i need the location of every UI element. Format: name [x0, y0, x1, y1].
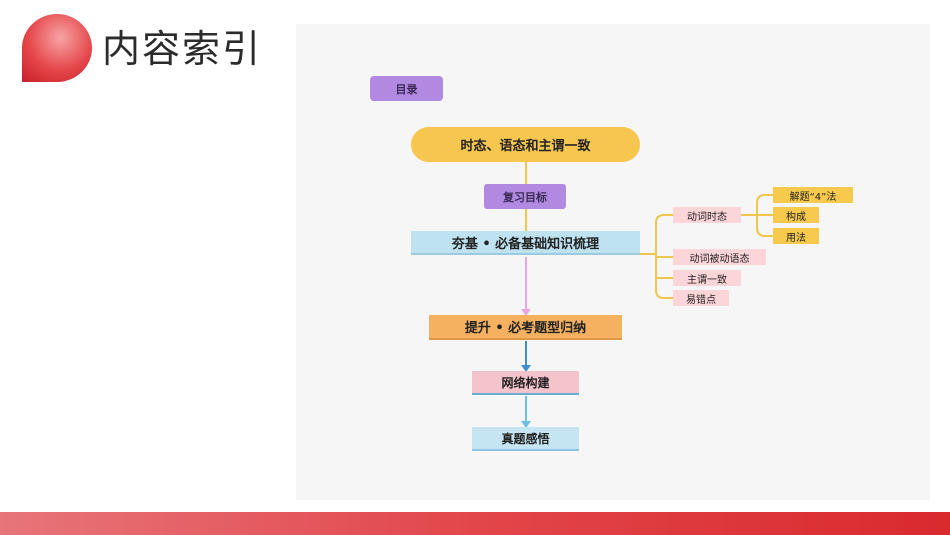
real-questions-node: 真题感悟	[472, 427, 579, 451]
page-title: 内容索引	[102, 27, 263, 71]
improve-node: 提升 • 必考题型归纳	[429, 315, 622, 340]
bottom-divider	[0, 510, 950, 512]
basics-node: 夯基 • 必备基础知识梳理	[411, 231, 640, 255]
branch-tense-node: 动词时态	[673, 207, 741, 223]
branch-errors-node: 易错点	[673, 290, 729, 306]
header-decoration-circle	[22, 14, 92, 82]
main-title-node: 时态、语态和主谓一致	[411, 127, 640, 162]
bottom-red-bar	[0, 512, 950, 535]
toc-node: 目录	[370, 76, 443, 101]
leaf-form-node: 构成	[773, 207, 819, 223]
arrow-network	[521, 365, 531, 372]
branch-agreement-node: 主谓一致	[673, 270, 741, 286]
review-goals-node: 复习目标	[484, 184, 566, 209]
arrow-improve	[521, 309, 531, 316]
leaf-usage-node: 用法	[773, 228, 819, 244]
leaf-four-methods-node: 解题“4”法	[773, 187, 853, 203]
branch-voice-node: 动词被动语态	[673, 249, 766, 265]
arrow-real	[521, 421, 531, 428]
diagram-panel	[296, 24, 930, 500]
network-node: 网络构建	[472, 371, 579, 395]
